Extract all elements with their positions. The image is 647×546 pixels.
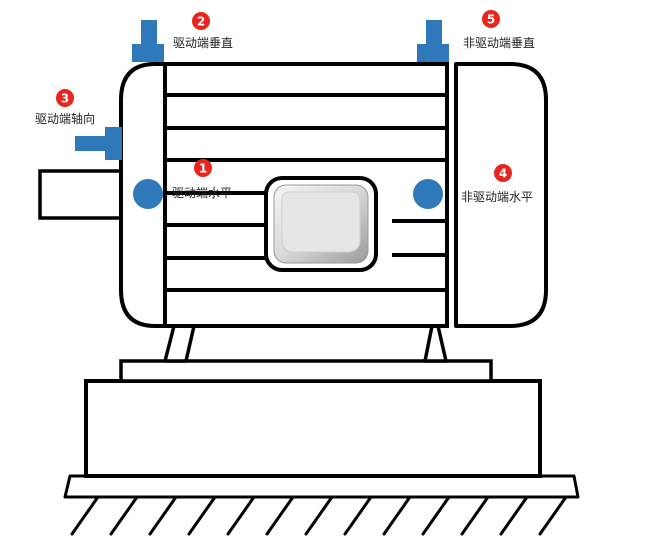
junction-box xyxy=(264,176,378,272)
ground-plate xyxy=(63,474,580,499)
point-3-label: 驱动端轴向 xyxy=(35,111,95,126)
non-drive-end-cap xyxy=(454,62,548,328)
cooling-fins xyxy=(165,93,447,292)
point-3-number: 3 xyxy=(61,92,69,106)
point-1-marker: 1 xyxy=(194,159,212,177)
point-1-number: 1 xyxy=(199,162,207,176)
arrow-drive-end-axial xyxy=(75,127,122,160)
sensor-dot-non-drive-end-horizontal xyxy=(413,179,443,209)
base-block xyxy=(84,379,542,478)
point-4-label: 非驱动端水平 xyxy=(461,190,533,204)
point-4-number: 4 xyxy=(499,167,507,181)
point-5-label: 非驱动端垂直 xyxy=(463,36,535,50)
arrow-drive-end-vertical xyxy=(132,20,164,62)
point-5-marker: 5 xyxy=(482,10,500,28)
sensor-dot-drive-end-horizontal xyxy=(133,179,163,209)
arrow-non-drive-end-vertical xyxy=(417,20,449,62)
motor-shaft xyxy=(38,169,125,220)
point-2-marker: 2 xyxy=(192,12,210,30)
point-3-marker: 3 xyxy=(56,89,74,107)
point-2-number: 2 xyxy=(197,15,205,29)
point-5-number: 5 xyxy=(487,13,495,27)
motor-foot-right xyxy=(423,324,448,363)
point-2-label: 驱动端垂直 xyxy=(173,36,233,50)
motor-foot-left xyxy=(163,324,196,363)
base-top-plate xyxy=(119,359,493,383)
point-4-marker: 4 xyxy=(494,164,512,182)
ground-hatching xyxy=(70,495,568,536)
point-1-label: 驱动端水平 xyxy=(172,186,232,200)
